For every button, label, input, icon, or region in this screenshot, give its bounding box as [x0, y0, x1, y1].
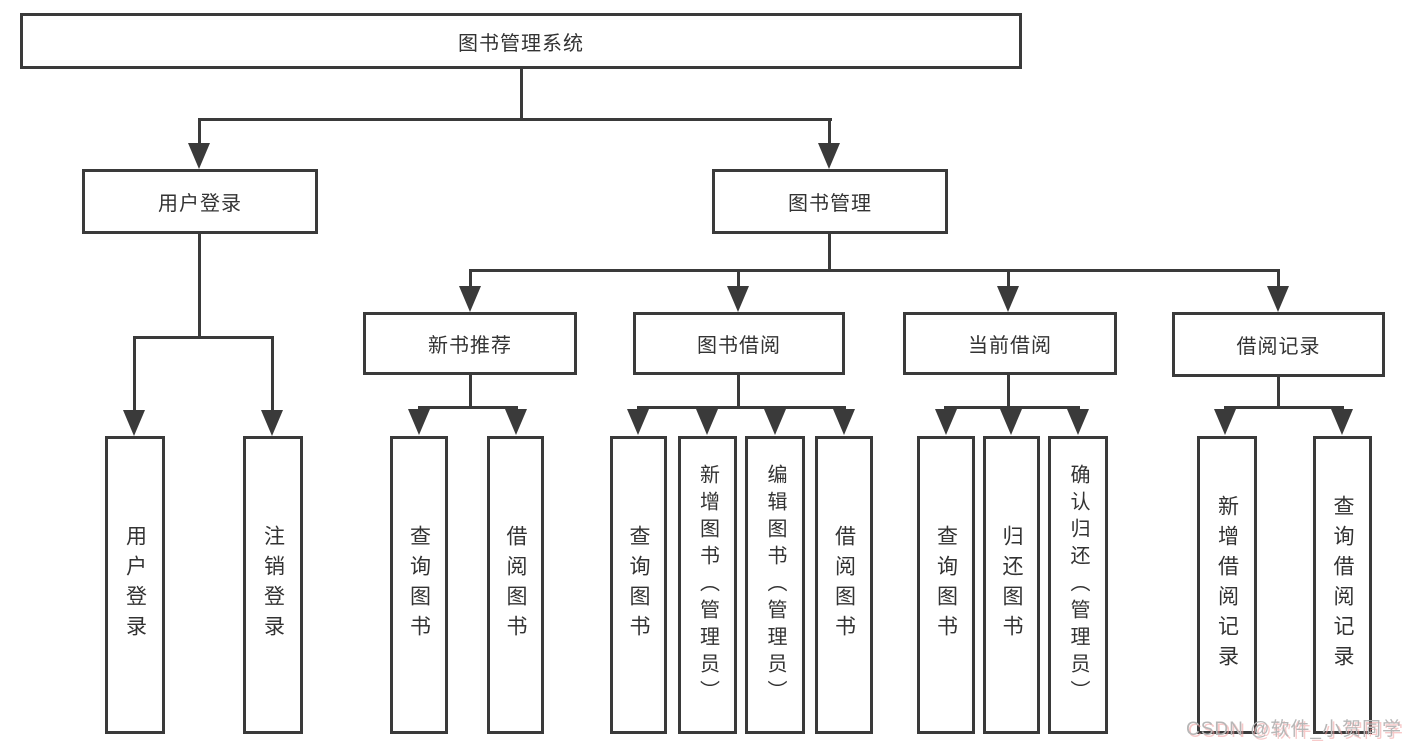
node-user-login: 用户登录 [82, 169, 318, 234]
node-current-borrow: 当前借阅 [903, 312, 1117, 375]
leaf-confirm-return-admin: 确认归还（管理员） [1048, 436, 1108, 734]
leaf-borrow-books: 借阅图书 [815, 436, 873, 734]
edge-new-book-stem [469, 375, 472, 409]
edge-user-login-stem [198, 233, 201, 339]
edge-to-records [1277, 269, 1280, 288]
arrowhead-bb-leaf4 [833, 409, 855, 435]
arrowhead-nb-leaf1 [408, 409, 430, 435]
arrowhead-new-book [459, 286, 481, 312]
arrowhead-cb-leaf2 [1000, 409, 1022, 435]
arrowhead-leaf-logout [261, 410, 283, 436]
edge-root-stem [520, 68, 523, 120]
edge-book-mgmt-stem [828, 234, 831, 272]
edge-to-leaf-login [133, 336, 136, 412]
leaf-add-books-admin: 新增图书（管理员） [678, 436, 737, 734]
node-new-book-recommend: 新书推荐 [363, 312, 577, 375]
leaf-newbook-query-books: 查询图书 [390, 436, 448, 734]
edge-user-login-split [133, 336, 274, 339]
arrowhead-rc-leaf2 [1331, 409, 1353, 435]
root-node: 图书管理系统 [20, 13, 1022, 69]
arrowhead-cb-leaf3 [1067, 409, 1089, 435]
arrowhead-leaf-login [123, 410, 145, 436]
arrowhead-user-login [188, 143, 210, 169]
arrowhead-rc-leaf1 [1214, 409, 1236, 435]
arrowhead-bb-leaf2 [696, 409, 718, 435]
edge-records-split [1224, 406, 1344, 409]
leaf-current-query-books: 查询图书 [917, 436, 975, 734]
leaf-add-borrow-record: 新增借阅记录 [1197, 436, 1257, 734]
edge-book-mgmt-split [469, 269, 1280, 272]
edge-borrow-stem [737, 375, 740, 409]
arrowhead-bb-leaf1 [627, 409, 649, 435]
edge-records-stem [1277, 377, 1280, 409]
leaf-borrow-query-books: 查询图书 [610, 436, 667, 734]
edge-to-borrow [737, 269, 740, 288]
leaf-edit-books-admin: 编辑图书（管理员） [745, 436, 805, 734]
arrowhead-bb-leaf3 [764, 409, 786, 435]
csdn-watermark: CSDN @软件_小贺同学 [1186, 719, 1402, 740]
edge-to-new-book [469, 269, 472, 288]
arrowhead-book-mgmt [818, 143, 840, 169]
edge-root-split [198, 118, 832, 121]
edge-to-user-login [198, 118, 201, 146]
arrowhead-current [997, 286, 1019, 312]
edge-current-stem [1007, 375, 1010, 409]
node-book-management: 图书管理 [712, 169, 948, 234]
edge-to-leaf-logout [271, 336, 274, 412]
leaf-newbook-borrow-books: 借阅图书 [487, 436, 544, 734]
arrowhead-cb-leaf1 [935, 409, 957, 435]
leaf-query-borrow-record: 查询借阅记录 [1313, 436, 1372, 734]
arrowhead-borrow [727, 286, 749, 312]
arrowhead-nb-leaf2 [505, 409, 527, 435]
node-book-borrow: 图书借阅 [633, 312, 845, 375]
leaf-user-login: 用户登录 [105, 436, 165, 734]
edge-new-book-split [418, 406, 518, 409]
node-borrow-records: 借阅记录 [1172, 312, 1385, 377]
edge-borrow-split [637, 406, 846, 409]
edge-to-book-mgmt [828, 118, 831, 146]
edge-current-split [944, 406, 1080, 409]
edge-to-current [1007, 269, 1010, 288]
leaf-return-books: 归还图书 [983, 436, 1040, 734]
leaf-logout: 注销登录 [243, 436, 303, 734]
arrowhead-records [1267, 286, 1289, 312]
